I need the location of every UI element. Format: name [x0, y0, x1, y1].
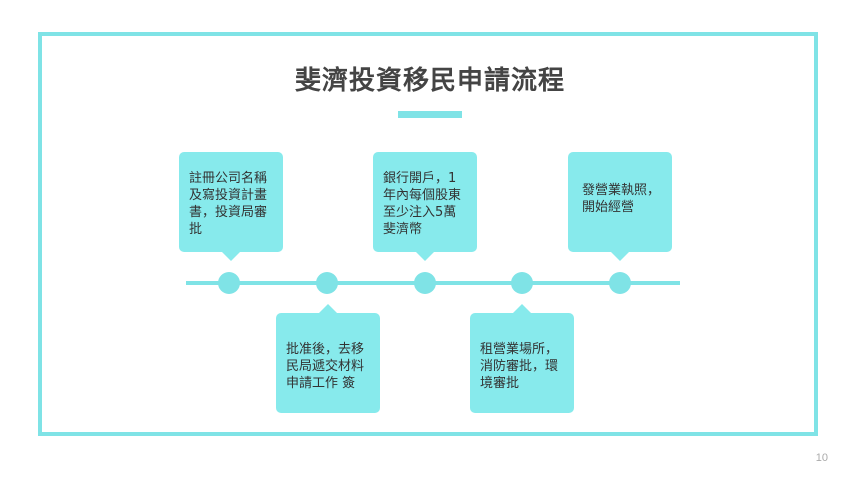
- step-card-3: 銀行開戶，1年內每個股東至少注入5萬斐濟幣: [373, 152, 477, 261]
- title-underline: [398, 111, 462, 118]
- slide-frame: [38, 32, 818, 436]
- step-card-1-text: 註冊公司名稱及寫投資計畫書，投資局審批: [189, 171, 268, 237]
- step-card-4: 租營業場所，消防審批，環境審批: [470, 304, 574, 413]
- timeline-dot-2: [316, 272, 338, 294]
- step-card-2-text: 批准後，去移民局遞交材料申請工作 簽: [286, 342, 365, 391]
- timeline-dot-3: [414, 272, 436, 294]
- step-card-3-text: 銀行開戶，1年內每個股東至少注入5萬斐濟幣: [383, 171, 462, 237]
- page-number: 10: [815, 452, 828, 464]
- step-card-2: 批准後，去移民局遞交材料申請工作 簽: [276, 304, 380, 413]
- timeline-dot-4: [511, 272, 533, 294]
- step-card-5: 發營業執照，開始經營: [568, 152, 672, 261]
- step-card-5-text: 發營業執照，開始經營: [582, 183, 661, 215]
- timeline-dot-5: [609, 272, 631, 294]
- step-card-1: 註冊公司名稱及寫投資計畫書，投資局審批: [179, 152, 283, 261]
- step-card-4-text: 租營業場所，消防審批，環境審批: [480, 342, 559, 391]
- timeline-dot-1: [218, 272, 240, 294]
- slide-title: 斐濟投資移民申請流程: [294, 66, 565, 96]
